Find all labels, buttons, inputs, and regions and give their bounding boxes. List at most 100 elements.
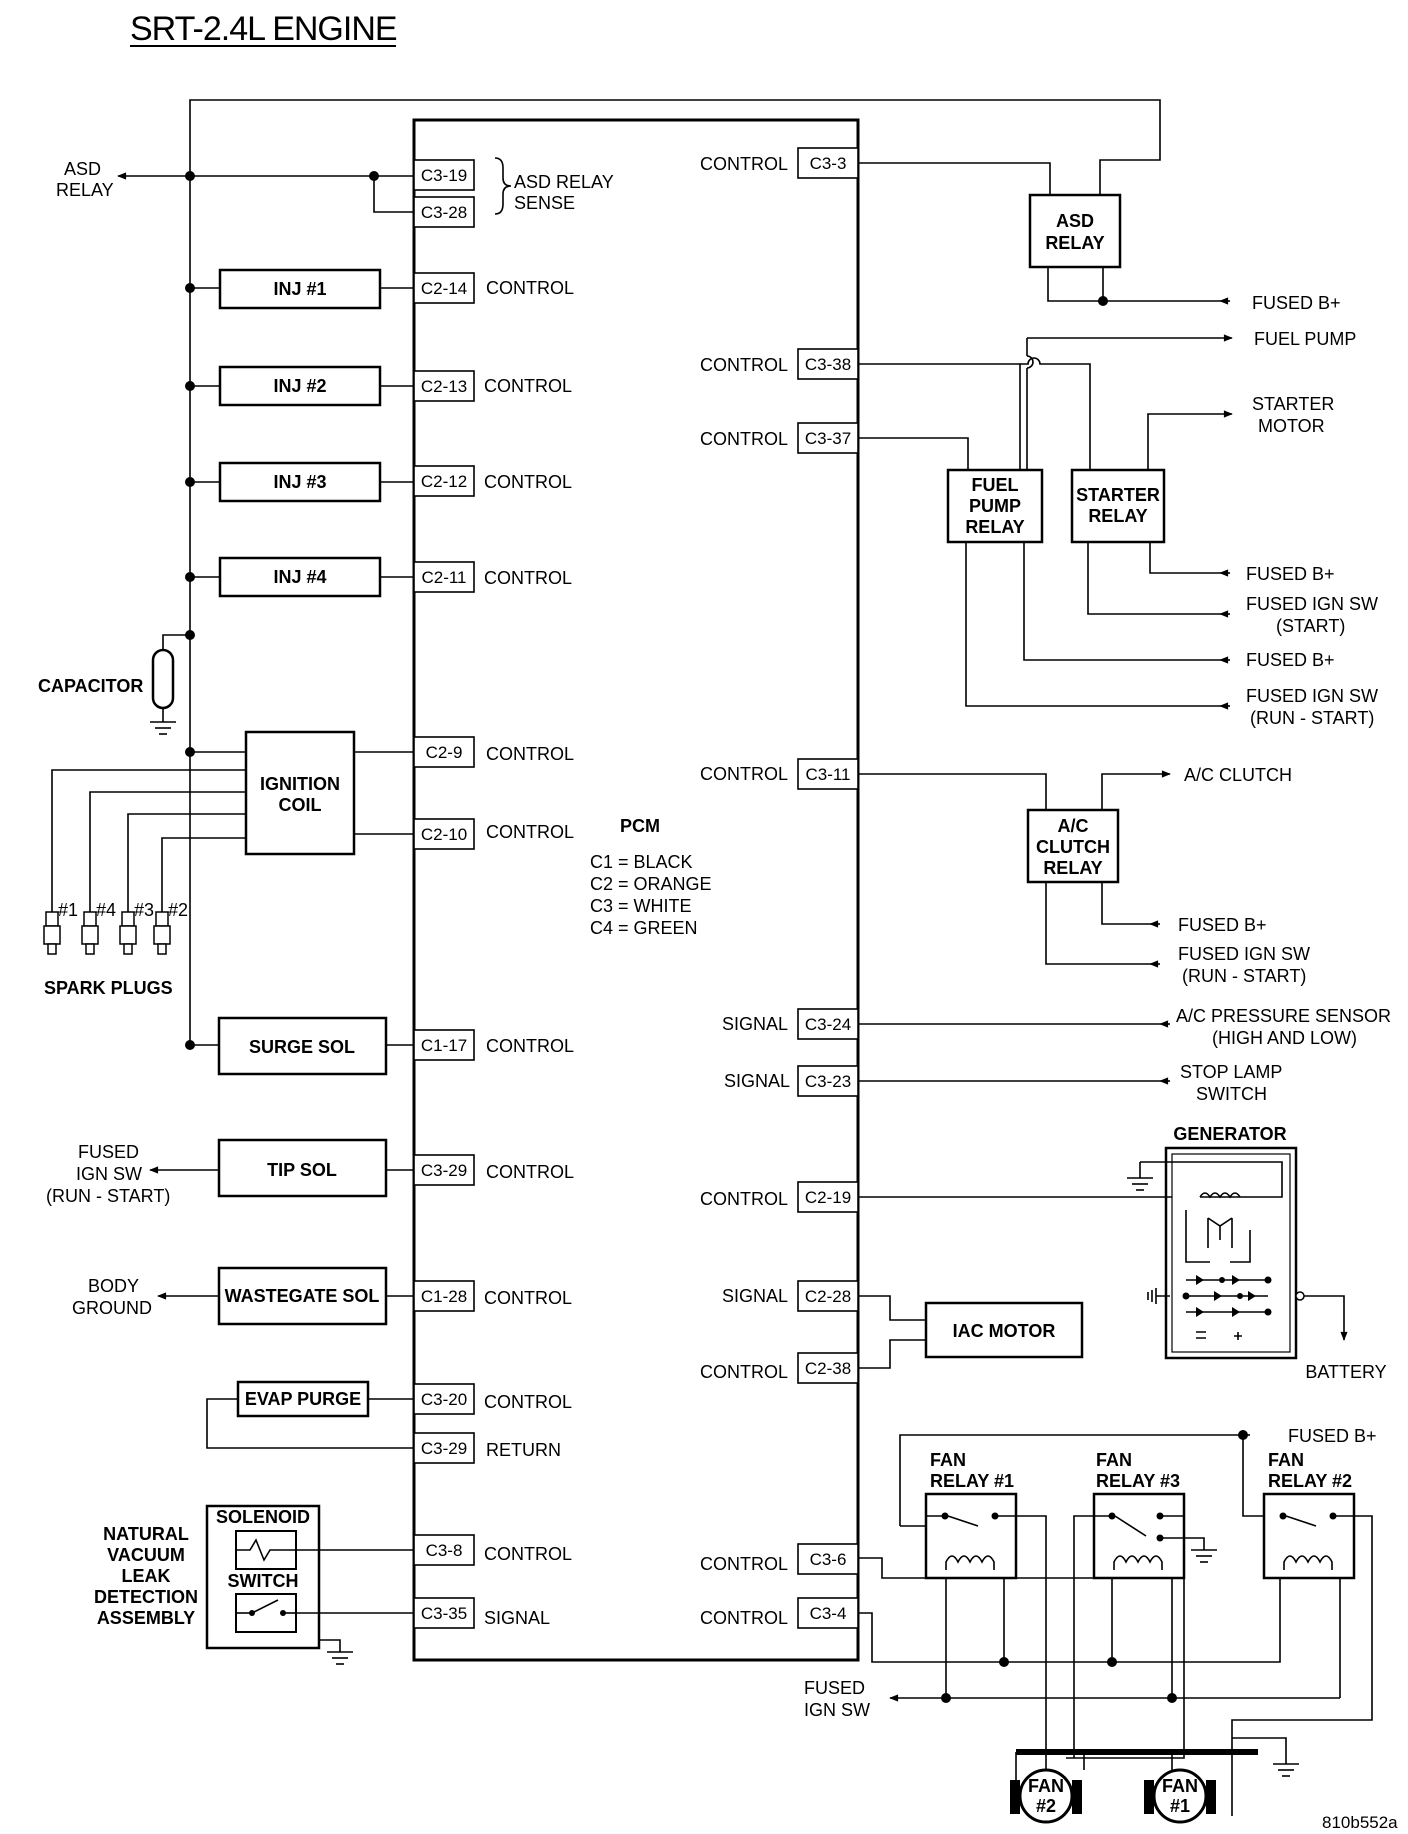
spark-plugs: #1 #4 #3 #2 SPARK PLUGS: [43, 900, 188, 998]
c2-9-function: CONTROL: [486, 744, 574, 764]
pin-c3-19: C3-19: [421, 166, 467, 185]
capacitor-label: CAPACITOR: [38, 676, 143, 696]
pin-c1-17: C1-17: [421, 1036, 467, 1055]
plug-2-label: #2: [168, 900, 188, 920]
figure-id: 810b552a: [1322, 1813, 1398, 1832]
fuel-pump-output-label: FUEL PUMP: [1254, 329, 1356, 349]
injector-4-label: INJ #4: [273, 567, 326, 587]
c2-12-function: CONTROL: [484, 472, 572, 492]
asd-relay-input-label: ASD: [64, 159, 101, 179]
c3-6-function: CONTROL: [700, 1554, 788, 1574]
injector-1-label: INJ #1: [273, 279, 326, 299]
pin-c3-4: C3-4: [810, 1604, 847, 1623]
switch-label: SWITCH: [228, 1571, 299, 1591]
generator: GENERATOR BATTERY: [858, 1124, 1387, 1382]
c3-20-function: CONTROL: [484, 1392, 572, 1412]
c2-19-function: CONTROL: [700, 1189, 788, 1209]
c3-24-function: SIGNAL: [722, 1014, 788, 1034]
iac-motor: IAC MOTOR: [858, 1295, 1084, 1369]
pcm-box: [412, 118, 860, 1662]
fan-motor-1-label: FAN: [1162, 1776, 1198, 1796]
fuel-pump-starter-area: FUEL PUMP FUEL PUMP RELAY STARTER RELAY …: [858, 329, 1378, 728]
pin-c3-24: C3-24: [805, 1015, 851, 1034]
asd-fused-b-label: FUSED B+: [1252, 293, 1341, 313]
tip-ign-sw-label: IGN SW: [76, 1164, 142, 1184]
injector-2: INJ #2: [185, 365, 414, 407]
plug-3-label: #3: [134, 900, 154, 920]
c1-28-function: CONTROL: [484, 1288, 572, 1308]
pcm-label: PCM: [620, 816, 660, 836]
fan-ign-fused-label: FUSED: [804, 1678, 865, 1698]
ac-relay-label-3: RELAY: [1043, 858, 1102, 878]
pin-c3-29b: C3-29: [421, 1439, 467, 1458]
generator-label: GENERATOR: [1173, 1124, 1286, 1144]
nvld-assembly: SOLENOID SWITCH NATURAL VACUUM LEAK DETE…: [94, 1504, 414, 1665]
pcm-legend-c2: C2 = ORANGE: [590, 874, 712, 894]
pin-c3-8: C3-8: [426, 1541, 463, 1560]
pin-c2-28: C2-28: [805, 1287, 851, 1306]
pin-c2-19: C2-19: [805, 1188, 851, 1207]
plug-1-label: #1: [58, 900, 78, 920]
fan-relay-3-label: FAN: [1096, 1450, 1132, 1470]
ac-run-start-label: (RUN - START): [1182, 966, 1306, 986]
wastegate-sol-label: WASTEGATE SOL: [225, 1286, 380, 1306]
starter-motor-label-2: MOTOR: [1258, 416, 1325, 436]
pin-c3-11: C3-11: [805, 765, 850, 784]
injector-4: INJ #4: [185, 556, 414, 598]
left-pins: C3-19 C3-28 C2-14 C2-13 C2-12 C2-11 C2-9…: [413, 159, 475, 1629]
asd-relay-label-2: RELAY: [1045, 233, 1104, 253]
c3-3-function: CONTROL: [700, 154, 788, 174]
pin-c3-28: C3-28: [421, 203, 467, 222]
c1-17-function: CONTROL: [486, 1036, 574, 1056]
fan-motor-2-label: FAN: [1028, 1776, 1064, 1796]
fan-relay-3-label-2: RELAY #3: [1096, 1471, 1180, 1491]
pin-c3-6: C3-6: [810, 1550, 847, 1569]
ignition-coil-label: IGNITION: [260, 774, 340, 794]
nvld-label-4: DETECTION: [94, 1587, 198, 1607]
pin-c3-20: C3-20: [421, 1390, 467, 1409]
c2-10-function: CONTROL: [486, 822, 574, 842]
asd-sense-label-2: SENSE: [514, 193, 575, 213]
injector-3-label: INJ #3: [273, 472, 326, 492]
ground-label: GROUND: [72, 1298, 152, 1318]
c3-4-function: CONTROL: [700, 1608, 788, 1628]
c2-14-function: CONTROL: [486, 278, 574, 298]
pin-c3-3: C3-3: [810, 154, 847, 173]
c3-35-function: SIGNAL: [484, 1608, 550, 1628]
ac-ign-sw-label: FUSED IGN SW: [1178, 944, 1310, 964]
asd-relay-input-label-2: RELAY: [56, 180, 114, 200]
nvld-label-5: ASSEMBLY: [97, 1608, 195, 1628]
spark-plug-3: [119, 911, 137, 955]
c3-38-function: CONTROL: [700, 355, 788, 375]
c3-23-function: SIGNAL: [724, 1071, 790, 1091]
solenoid-label: SOLENOID: [216, 1507, 310, 1527]
right-pins: C3-3 C3-38 C3-37 C3-11 C3-24 C3-23 C2-19…: [797, 147, 859, 1629]
stop-lamp-label-2: SWITCH: [1196, 1084, 1267, 1104]
c3-29a-function: CONTROL: [486, 1162, 574, 1182]
rectifier-diodes: [1182, 1275, 1272, 1317]
c2-13-function: CONTROL: [484, 376, 572, 396]
evap-purge-solenoid: EVAP PURGE: [206, 1380, 414, 1449]
c2-11-function: CONTROL: [484, 568, 572, 588]
surge-solenoid: SURGE SOL: [185, 1016, 414, 1076]
asd-relay-label: ASD: [1056, 211, 1094, 231]
starter-fused-b-label: FUSED B+: [1246, 564, 1335, 584]
c3-29b-function: RETURN: [486, 1440, 561, 1460]
wastegate-solenoid: WASTEGATE SOL BODY GROUND: [72, 1266, 414, 1326]
pin-c2-10: C2-10: [421, 825, 467, 844]
pin-c3-35: C3-35: [421, 1604, 467, 1623]
spark-plug-2: [153, 911, 171, 955]
fan-motor-1-label-2: #1: [1170, 1796, 1190, 1816]
injector-2-label: INJ #2: [273, 376, 326, 396]
pin-c2-14: C2-14: [421, 279, 467, 298]
evap-purge-label: EVAP PURGE: [245, 1389, 361, 1409]
fan-relay-1-label: FAN: [930, 1450, 966, 1470]
c3-37-function: CONTROL: [700, 429, 788, 449]
spark-plug-1: [43, 911, 61, 955]
fan-relay-2-label-2: RELAY #2: [1268, 1471, 1352, 1491]
c2-28-function: SIGNAL: [722, 1286, 788, 1306]
fpr-run-start-label: (RUN - START): [1250, 708, 1374, 728]
pin-c3-37: C3-37: [805, 429, 851, 448]
ac-fused-b-label: FUSED B+: [1178, 915, 1267, 935]
